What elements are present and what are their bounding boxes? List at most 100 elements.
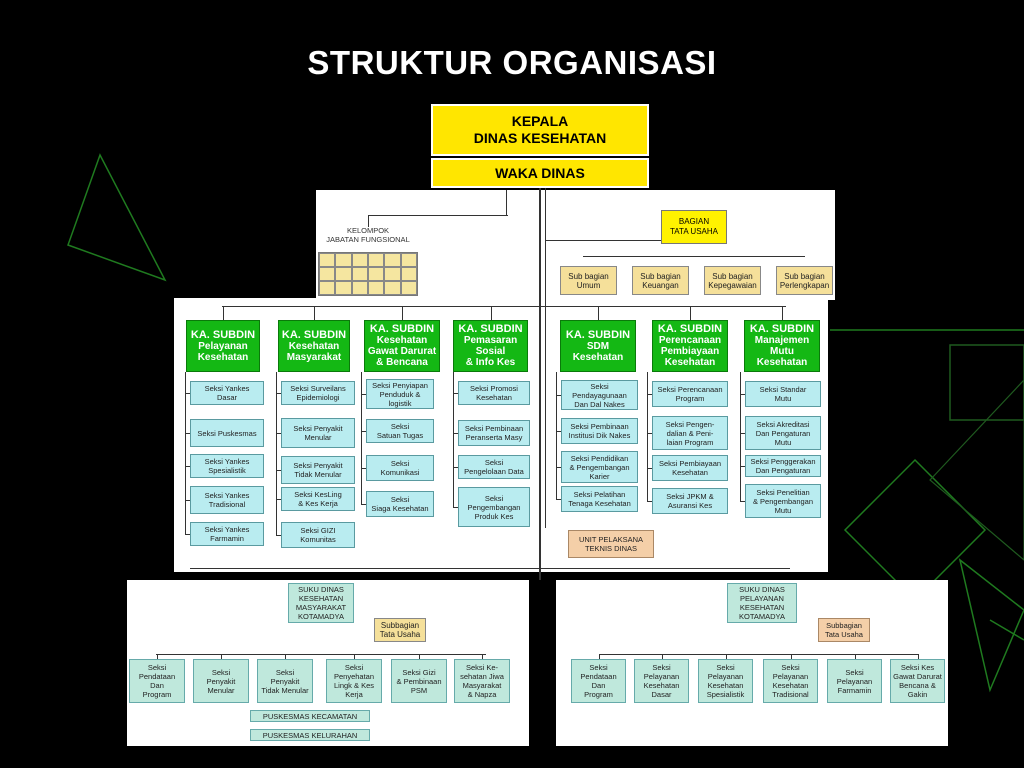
- seksi-box: Seksi Promosi Kesehatan: [458, 381, 530, 405]
- subdin-name: Pelayanan Kesehatan: [197, 340, 249, 363]
- seksi-rail: [361, 372, 362, 504]
- subbagian-perlengkapan: Sub bagian Perlengkapan: [776, 266, 833, 295]
- subdin-head-label: KA. SUBDIN: [190, 328, 256, 341]
- seksi-box: Seksi Pengembangan Produk Kes: [458, 487, 530, 527]
- subdin-name: Manajemen Mutu Kesehatan: [754, 335, 810, 368]
- seksi-tick: [556, 431, 561, 432]
- kelompok-label: KELOMPOK JABATAN FUNGSIONAL: [326, 226, 410, 244]
- seksi-box: Seksi Standar Mutu: [745, 381, 821, 407]
- sudin-connector: [221, 654, 222, 659]
- seksi-box: Seksi Surveilans Epidemiologi: [281, 381, 355, 405]
- seksi-tick: [647, 433, 652, 434]
- seksi-rail: [185, 372, 186, 534]
- seksi-box: Seksi Pendayagunaan Dan Dal Nakes: [561, 380, 638, 410]
- sudin-seksi-box: Seksi Pelayanan Kesehatan Spesialistik: [698, 659, 753, 703]
- seksi-box: Seksi Satuan Tugas: [366, 419, 434, 443]
- seksi-tick: [453, 393, 458, 394]
- seksi-tick: [556, 395, 561, 396]
- kelompok-grid: [318, 252, 418, 296]
- seksi-box: Seksi Yankes Dasar: [190, 381, 264, 405]
- seksi-tick: [740, 394, 745, 395]
- kepala-line-1: KEPALA: [511, 113, 569, 129]
- seksi-box: Seksi Komunikasi: [366, 455, 434, 481]
- seksi-box: Seksi GIZI Komunitas: [281, 522, 355, 548]
- subdin-bar: [222, 306, 786, 307]
- subbagian-bar: [583, 256, 805, 257]
- subdin-name: Pemasaran Sosial & Info Kes: [463, 335, 518, 368]
- sudin-seksi-box: Seksi Gizi & Pembinaan PSM: [391, 659, 447, 703]
- seksi-tick: [276, 393, 281, 394]
- tata-usaha-connector: [546, 240, 696, 241]
- sudin-seksi-box: Seksi Pelayanan Kesehatan Tradisional: [763, 659, 818, 703]
- seksi-tick: [453, 433, 458, 434]
- kelompok-connector: [368, 215, 508, 216]
- seksi-tick: [740, 433, 745, 434]
- dashed-vertical-line: [545, 188, 546, 528]
- seksi-tick: [647, 468, 652, 469]
- seksi-tick: [276, 433, 281, 434]
- seksi-tick: [361, 431, 366, 432]
- subdin-head-label: KA. SUBDIN: [657, 323, 723, 335]
- seksi-rail: [556, 372, 557, 499]
- seksi-tick: [276, 499, 281, 500]
- seksi-tick: [185, 393, 190, 394]
- page-title: STRUKTUR ORGANISASI: [307, 44, 717, 81]
- seksi-tick: [453, 467, 458, 468]
- waka-dinas-box: WAKA DINAS: [431, 158, 649, 188]
- seksi-box: Seksi Penyakit Tidak Menular: [281, 456, 355, 484]
- seksi-rail: [276, 372, 277, 535]
- main-vertical-line: [539, 188, 541, 580]
- seksi-tick: [453, 507, 458, 508]
- sudin-seksi-box: Seksi Penyakit Tidak Menular: [257, 659, 313, 703]
- subdin-head-label: KA. SUBDIN: [749, 323, 815, 335]
- seksi-box: Seksi Penggerakan Dan Pengaturan: [745, 455, 821, 477]
- seksi-box: Seksi Pembinaan Peranserta Masy: [458, 420, 530, 446]
- kelompok-connector-drop: [368, 215, 369, 227]
- sudin-connector: [285, 654, 286, 659]
- seksi-tick: [185, 500, 190, 501]
- sudin-seksi-box: Seksi Penyehatan Lingk & Kes Kerja: [326, 659, 382, 703]
- subbagian-keuangan: Sub bagian Keuangan: [632, 266, 689, 295]
- sudin-connector: [917, 654, 919, 659]
- seksi-tick: [647, 394, 652, 395]
- subdin-name: Perencanaan Pembiayaan Kesehatan: [658, 335, 722, 368]
- subdin-connector: [598, 306, 599, 320]
- subdin-name: Kesehatan Masyarakat: [286, 340, 342, 363]
- seksi-box: Seksi Yankes Tradisional: [190, 486, 264, 514]
- sudin-left-bar: [156, 654, 486, 655]
- seksi-tick: [276, 535, 281, 536]
- seksi-tick: [647, 501, 652, 502]
- seksi-tick: [185, 433, 190, 434]
- seksi-box: Seksi Penyakit Menular: [281, 418, 355, 448]
- subdin-connector: [402, 306, 403, 320]
- seksi-box: Seksi Pembinaan Institusi Dik Nakes: [561, 418, 638, 444]
- sudin-right-head: SUKU DINAS PELAYANAN KESEHATAN KOTAMADYA: [727, 583, 797, 623]
- sudin-left-head: SUKU DINAS KESEHATAN MASYARAKAT KOTAMADY…: [288, 583, 354, 623]
- subdin-head-label: KA. SUBDIN: [281, 328, 347, 341]
- sudin-connector: [419, 654, 420, 659]
- subdin-connector: [314, 306, 315, 320]
- seksi-tick: [185, 466, 190, 467]
- sudin-connector: [725, 654, 727, 659]
- sudin-connector: [598, 654, 600, 659]
- seksi-tick: [361, 468, 366, 469]
- subdin-head-label: KA. SUBDIN: [369, 323, 435, 335]
- seksi-tick: [556, 467, 561, 468]
- sudin-connector: [354, 654, 355, 659]
- sudin-seksi-box: Seksi Pendataan Dan Program: [571, 659, 626, 703]
- sudin-bar: [190, 568, 790, 569]
- seksi-box: Seksi Puskesmas: [190, 419, 264, 447]
- subdin-head-label: KA. SUBDIN: [565, 328, 631, 341]
- seksi-box: Seksi Penelitian & Pengembangan Mutu: [745, 484, 821, 518]
- subdin-connector: [690, 306, 691, 320]
- sudin-seksi-box: Seksi Ke- sehatan Jiwa Masyarakat & Napz…: [454, 659, 510, 703]
- puskesmas-kelurahan: PUSKESMAS KELURAHAN: [250, 729, 370, 741]
- sudin-seksi-box: Seksi Penyakit Menular: [193, 659, 249, 703]
- seksi-rail: [453, 372, 454, 507]
- seksi-tick: [361, 394, 366, 395]
